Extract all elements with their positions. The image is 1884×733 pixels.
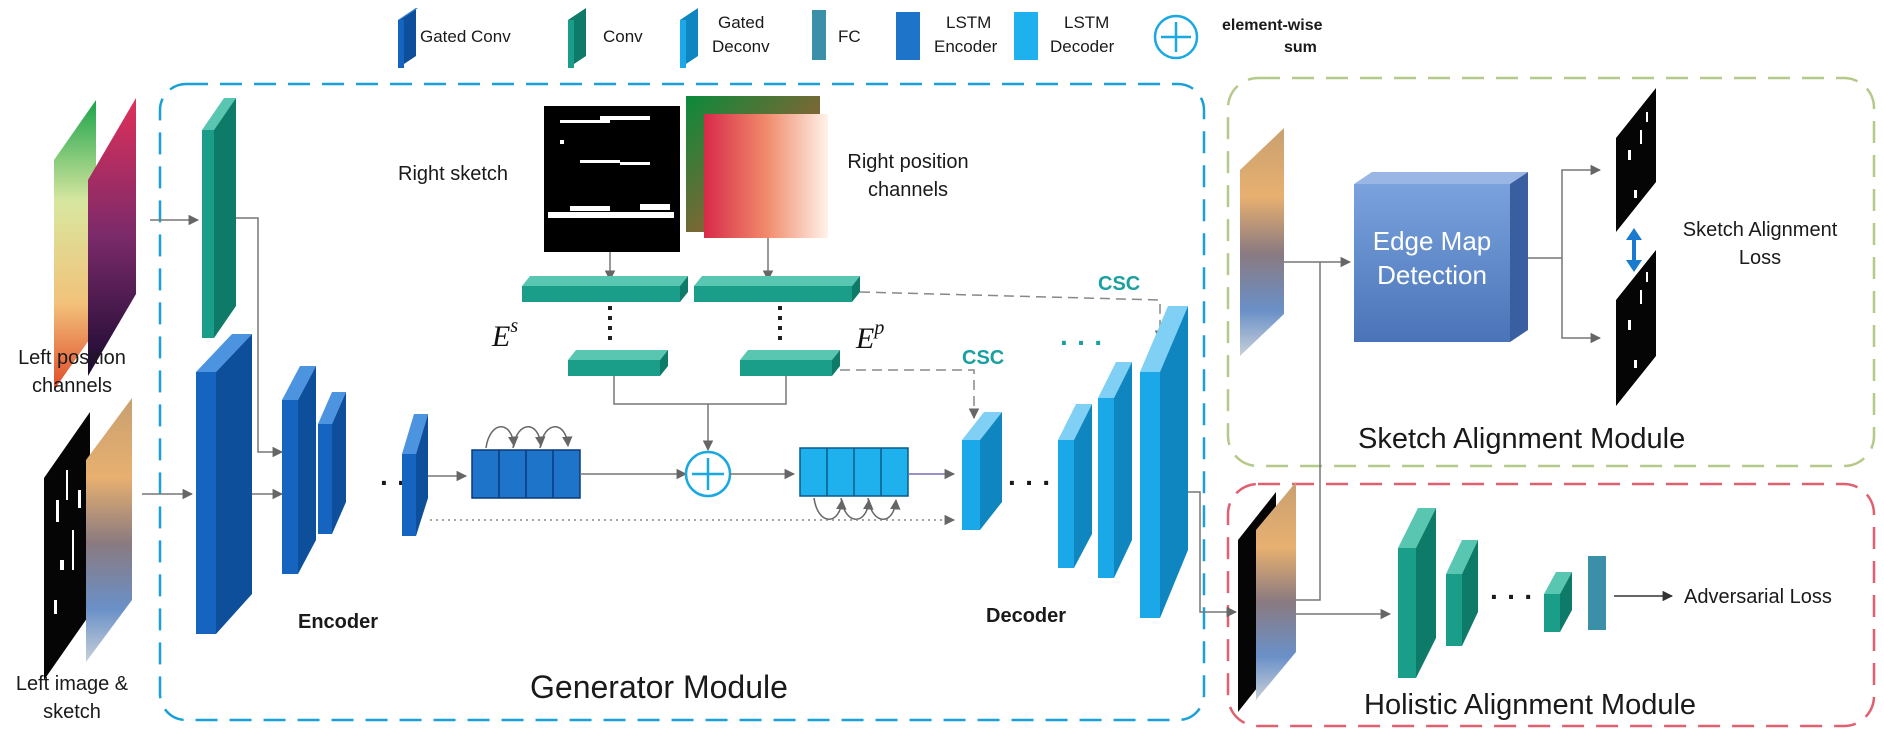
csc-top-label: CSC [1098, 273, 1140, 295]
adversarial-loss-label: Adversarial Loss [1684, 586, 1832, 608]
double-arrow-icon [1626, 228, 1642, 272]
join-es-ep [613, 376, 787, 405]
ep-symbol: Ep [855, 317, 884, 355]
legend-gated-deconv-label-2: Deconv [712, 37, 770, 56]
legend-gated-deconv-icon [680, 8, 698, 68]
discriminator-conv-2 [1446, 540, 1478, 646]
edge-map-detection-box [1354, 172, 1528, 342]
decoder-gated-deconv-1 [962, 412, 1002, 530]
arrow-conv-to-encoder [236, 217, 284, 458]
discriminator-ellipsis: · · · [1490, 581, 1534, 612]
sketch-loss-label-1: Sketch Alignment [1683, 219, 1838, 241]
legend-conv-icon [568, 8, 586, 68]
es-conv-top [522, 276, 688, 302]
lstm-encoder [471, 426, 581, 499]
sketch-module-title: Sketch Alignment Module [1358, 423, 1685, 455]
encoder-gated-conv-2 [282, 366, 316, 574]
legend-lstm-decoder-label-2: Decoder [1050, 37, 1115, 56]
legend-gated-conv-icon [398, 8, 418, 68]
decoder-ellipsis: · · · [1008, 467, 1052, 498]
encoder-gated-conv-3 [318, 392, 346, 534]
encoder-label: Encoder [298, 611, 378, 633]
legend-lstm-encoder-icon [896, 12, 920, 60]
generator-module-border [158, 82, 1206, 722]
decoder-ellipsis-teal: · · · [1060, 327, 1104, 358]
arrow-edge-to-sketch-top [1528, 164, 1602, 259]
legend-sum-label-1: element-wise [1222, 17, 1323, 34]
lstm-decoder [799, 447, 909, 520]
decoder-gated-deconv-2 [1058, 404, 1092, 568]
legend-conv-label: Conv [603, 27, 643, 46]
holistic-input-images [1238, 482, 1296, 712]
right-position-label-2: channels [868, 179, 948, 201]
left-position-channels [54, 98, 136, 390]
sketch-loss-label-2: Loss [1739, 247, 1781, 269]
legend-sum-label-2: sum [1284, 39, 1317, 56]
legend-lstm-decoder-label-1: LSTM [1064, 13, 1109, 32]
discriminator-fc [1588, 556, 1606, 630]
es-conv-bottom [568, 350, 668, 376]
csc-mid-dashed [840, 369, 980, 420]
arrow-edge-to-sketch-bottom [1561, 258, 1602, 344]
discriminator-conv-3 [1544, 572, 1572, 632]
left-image-label-1: Left image & [16, 673, 129, 695]
right-position-channels [686, 96, 828, 238]
legend-fc-icon [812, 10, 826, 60]
holistic-module-title: Holistic Alignment Module [1364, 689, 1696, 721]
sketch-output-top [1616, 88, 1656, 232]
legend-gated-deconv-label-1: Gated [718, 13, 764, 32]
sketch-module-border [1226, 76, 1876, 468]
element-wise-sum-node [684, 450, 732, 498]
legend-lstm-encoder-label-2: Encoder [934, 37, 998, 56]
es-symbol: Es [491, 315, 518, 353]
encoder-gated-conv-1 [196, 334, 252, 634]
right-position-label-1: Right position [847, 151, 968, 173]
edge-map-label-1: Edge Map [1373, 226, 1492, 256]
legend-lstm-encoder-label-1: LSTM [946, 13, 991, 32]
left-position-label-1: Left position [18, 347, 126, 369]
left-image-label-2: sketch [43, 701, 101, 723]
element-wise-sum-icon [1153, 14, 1199, 60]
legend-gated-conv-label: Gated Conv [420, 27, 511, 46]
holistic-module-border [1226, 482, 1876, 728]
legend: Gated Conv Conv Gated Deconv FC LSTM Enc… [398, 8, 1323, 68]
left-conv-block [202, 98, 236, 338]
right-sketch-label: Right sketch [398, 163, 508, 185]
edge-map-label-2: Detection [1377, 260, 1487, 290]
generator-module-title: Generator Module [530, 669, 788, 705]
csc-mid-label: CSC [962, 347, 1004, 369]
sketch-output-bottom [1616, 250, 1656, 406]
ep-conv-bottom [740, 350, 840, 376]
connector-to-holistic [1290, 262, 1321, 601]
arrow-generator-output [1188, 491, 1238, 618]
left-position-label-2: channels [32, 375, 112, 397]
decoder-gated-deconv-3 [1098, 362, 1132, 578]
encoder-gated-conv-4 [402, 414, 428, 536]
decoder-gated-deconv-4 [1140, 306, 1188, 618]
legend-lstm-decoder-icon [1014, 12, 1038, 60]
left-image-and-sketch [44, 398, 132, 680]
decoder-label: Decoder [986, 605, 1066, 627]
right-sketch-image [544, 106, 680, 252]
discriminator-conv-1 [1398, 508, 1436, 678]
legend-fc-label: FC [838, 27, 861, 46]
csc-top-dashed [859, 291, 1166, 342]
ep-conv-top [694, 276, 860, 302]
sketch-module-input-image [1240, 128, 1284, 356]
